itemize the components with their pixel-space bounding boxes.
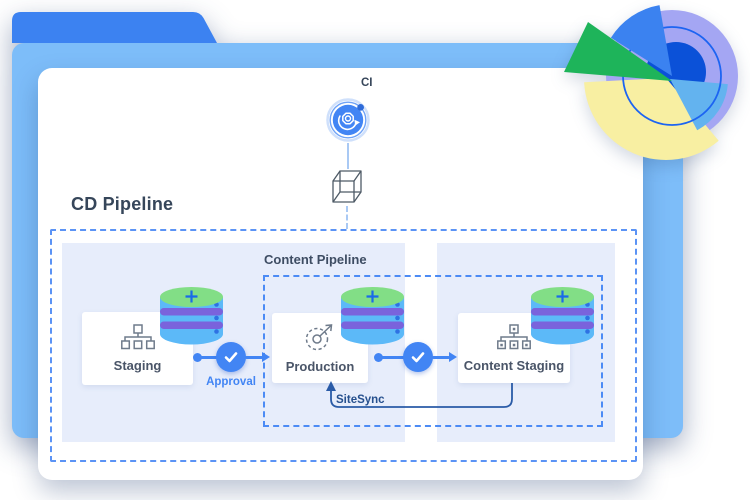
cd-pipeline-title: CD Pipeline [71, 194, 174, 214]
folder-tab [12, 12, 217, 43]
production-label: Production [285, 358, 355, 374]
production-gauge-icon [305, 323, 332, 350]
arrow-icon [449, 352, 457, 362]
production-node: Production [272, 313, 368, 383]
sitesync-label: SiteSync [336, 394, 385, 406]
ci-icon [326, 98, 370, 142]
arrow-icon [262, 352, 270, 362]
staging-hierarchy-icon [120, 324, 155, 350]
content-staging-node: Content Staging [458, 313, 570, 383]
content-staging-hierarchy-icon [497, 323, 531, 349]
content-staging-database-icon [531, 287, 594, 345]
staging-label: Staging [113, 358, 162, 373]
production-database-icon [341, 287, 404, 345]
approval-label: Approval [206, 376, 256, 388]
pie-chart-decoration [564, 5, 738, 160]
approval-connector-line2 [245, 356, 263, 359]
content-pipeline-title: Content Pipeline [264, 252, 367, 267]
artifact-cube-icon [332, 170, 362, 203]
content-pipeline-box [263, 275, 603, 427]
promote-connector-line [378, 356, 405, 359]
promote-check-icon [403, 342, 433, 372]
ci-label: CI [361, 77, 373, 89]
cube-connector-line [346, 206, 348, 229]
sitesync-arrow [326, 381, 513, 408]
cd-pipeline-box [50, 229, 637, 462]
approval-connector-line [197, 356, 219, 359]
approval-check-icon [216, 342, 246, 372]
ci-connector-line [347, 143, 349, 169]
promote-connector-line2 [432, 356, 450, 359]
content-staging-label: Content Staging [463, 357, 565, 373]
staging-database-icon [160, 287, 223, 345]
